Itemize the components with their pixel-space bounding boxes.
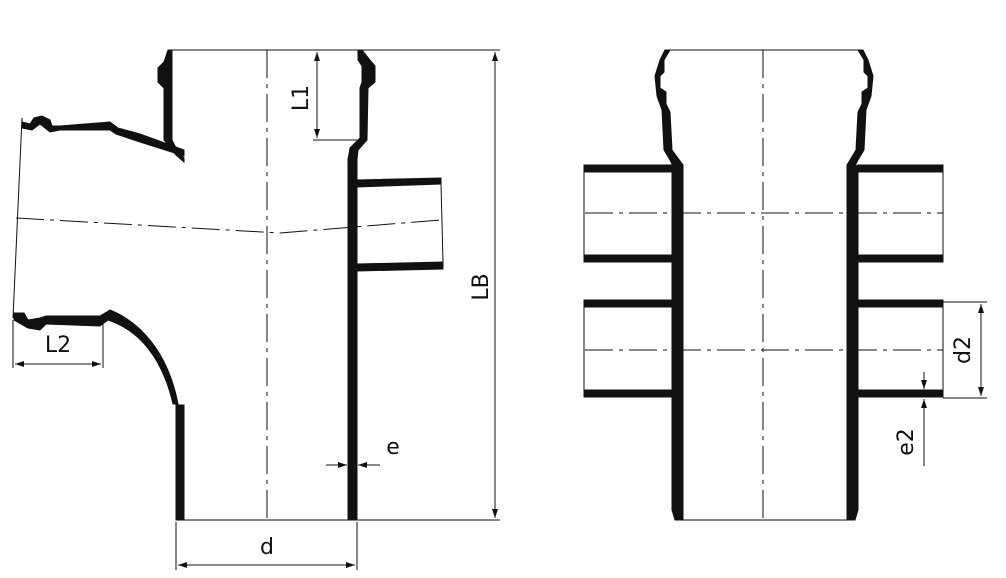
e2-label: e2 (894, 428, 919, 456)
lower-left-branch-bottom-wall (583, 389, 673, 398)
right-view-double-branch: d2 e2 (583, 49, 987, 521)
lower-right-branch-bottom-wall (857, 389, 944, 398)
left-view-branch-tee: LB L1 L2 e d (12, 49, 500, 570)
right-view-socket-left-wall (654, 49, 684, 173)
right-view-main-left-wall (671, 164, 684, 521)
lower-left-branch-top-wall (583, 299, 673, 308)
lb-label: LB (469, 273, 494, 300)
upper-right-branch-bottom-wall (857, 254, 944, 263)
right-branch-top-wall (356, 177, 442, 188)
branch-centerline (15, 217, 441, 234)
top-socket-left-wall (157, 49, 185, 164)
angled-branch-lower-wall (13, 309, 179, 405)
main-pipe-right-wall (347, 157, 358, 521)
right-branch-open-end (440, 183, 444, 263)
l1-label: L1 (289, 85, 314, 111)
right-view-socket-right-wall (846, 49, 874, 173)
upper-left-branch-top-wall (583, 164, 673, 173)
lower-right-branch-top-wall (857, 299, 944, 308)
d-label: d (260, 535, 274, 560)
e-label: e (386, 435, 400, 460)
main-pipe-left-wall (175, 404, 185, 521)
upper-left-branch-bottom-wall (583, 254, 673, 263)
right-view-main-right-wall (846, 164, 859, 521)
d2-label: d2 (951, 336, 976, 364)
l2-label: L2 (45, 333, 71, 358)
angled-branch-upper-wall (21, 115, 185, 157)
top-socket-right-wall (347, 49, 376, 161)
right-branch-bottom-wall (356, 261, 444, 272)
upper-right-branch-top-wall (857, 164, 944, 173)
